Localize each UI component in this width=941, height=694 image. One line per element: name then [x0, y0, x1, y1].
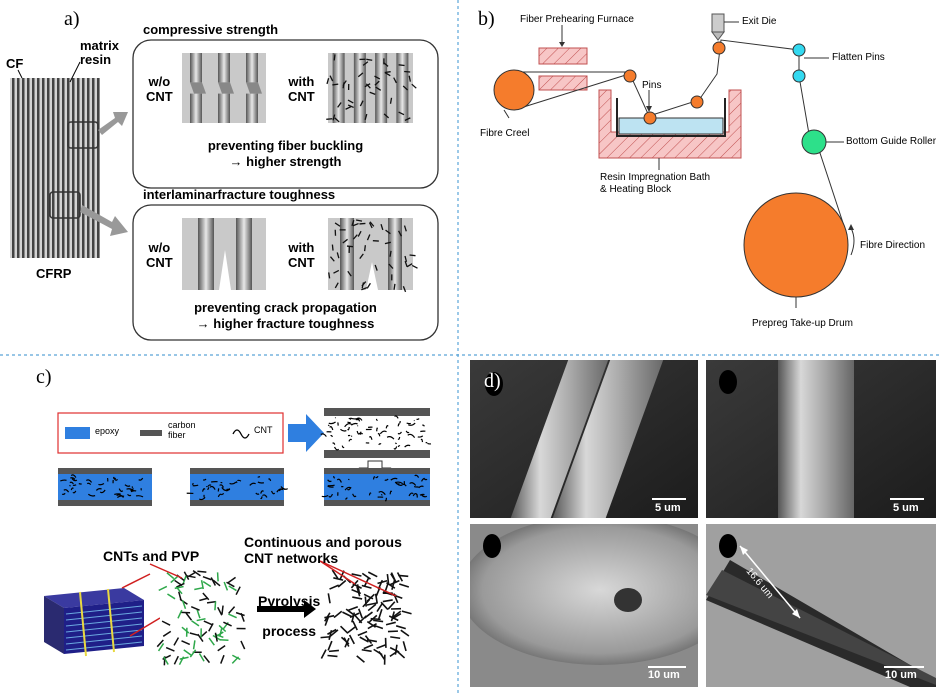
compressive-title: compressive strength	[143, 22, 279, 37]
flatten-pins-label: Flatten Pins	[832, 52, 885, 63]
arrow-top-icon	[98, 112, 128, 135]
scale-label-tr: 5 um	[893, 502, 919, 514]
panel-b-label: b)	[478, 8, 495, 30]
cfrp-fibers	[12, 78, 100, 258]
resin-bath	[618, 117, 724, 135]
scale-bar-tl	[652, 498, 686, 500]
sem-bottom-right	[706, 524, 936, 687]
pin-3	[690, 95, 704, 109]
interlaminar-caption: preventing crack propagation→ higher fra…	[194, 300, 377, 331]
furnace-label: Fiber Prehearing Furnace	[520, 14, 634, 25]
sem-images	[470, 360, 936, 687]
legend-epoxy: epoxy	[95, 426, 120, 436]
guide-roller-label: Bottom Guide Roller	[846, 136, 937, 147]
panel-d-label: d)	[484, 370, 501, 392]
heating-block	[598, 89, 742, 159]
cnts-pvp-label: CNTs and PVP	[103, 548, 200, 564]
drum-label: Prepreg Take-up Drum	[752, 318, 853, 329]
exit-die-label: Exit Die	[742, 16, 777, 27]
prepreg-drum	[743, 192, 849, 298]
legend-cnt-icon	[232, 429, 250, 439]
fibre-creel	[493, 69, 535, 111]
blue-arrow-icon	[288, 414, 324, 452]
scale-bar-tr	[890, 498, 924, 500]
matrix-label: matrix	[80, 38, 120, 53]
fibre-direction-label: Fibre Direction	[860, 240, 926, 251]
pyrolysis-arrow-icon	[257, 600, 316, 618]
label-oval-br	[719, 534, 737, 558]
sem-top-left	[470, 360, 698, 518]
pin-4	[712, 41, 726, 55]
furnace-top	[538, 47, 588, 65]
bath-label: Resin Impregnation Bath& Heating Block	[600, 172, 711, 195]
pin-2	[643, 111, 657, 125]
resin-label: resin	[80, 52, 112, 67]
legend-box	[57, 412, 284, 454]
creel-label: Fibre Creel	[480, 128, 530, 139]
legend-cnt: CNT	[254, 425, 273, 435]
furnace-bottom	[538, 75, 588, 91]
cf-label: CF	[6, 56, 24, 71]
label-oval-bl	[483, 534, 501, 558]
panel-a-label: a)	[64, 8, 80, 30]
scale-bar-bl	[648, 666, 686, 668]
prepreg-process-diagram	[493, 13, 855, 308]
cfrp-label: CFRP	[36, 266, 72, 281]
bottom-guide-roller	[801, 129, 827, 155]
pin-1	[623, 69, 637, 83]
zoom-box-bottom	[49, 191, 81, 219]
scale-label-br: 10 um	[885, 669, 917, 681]
cnt-schematic	[38, 394, 433, 666]
exit-die	[711, 13, 725, 33]
interlaminar-title: interlaminarfracture toughness	[143, 187, 336, 202]
cfrp-diagram	[10, 39, 439, 341]
legend-epoxy-swatch	[65, 427, 90, 439]
flatten-pin-2	[792, 69, 806, 83]
arrow-bottom-icon	[80, 205, 128, 236]
sem-top-right	[706, 360, 936, 518]
cfrp-block	[10, 78, 100, 258]
zoom-box-top	[67, 121, 99, 149]
scale-label-bl: 10 um	[648, 669, 680, 681]
label-oval-tr	[719, 370, 737, 394]
panel-c-label: c)	[36, 366, 52, 388]
legend-carbon-swatch	[140, 430, 162, 436]
compressive-caption: preventing fiber buckling→ higher streng…	[207, 138, 364, 169]
scale-bar-br	[884, 666, 924, 668]
pins-label: Pins	[642, 80, 662, 91]
flatten-pin-1	[792, 43, 806, 57]
sem-bottom-left	[470, 524, 698, 687]
scale-label-tl: 5 um	[655, 502, 681, 514]
label-oval-tl	[485, 372, 503, 396]
